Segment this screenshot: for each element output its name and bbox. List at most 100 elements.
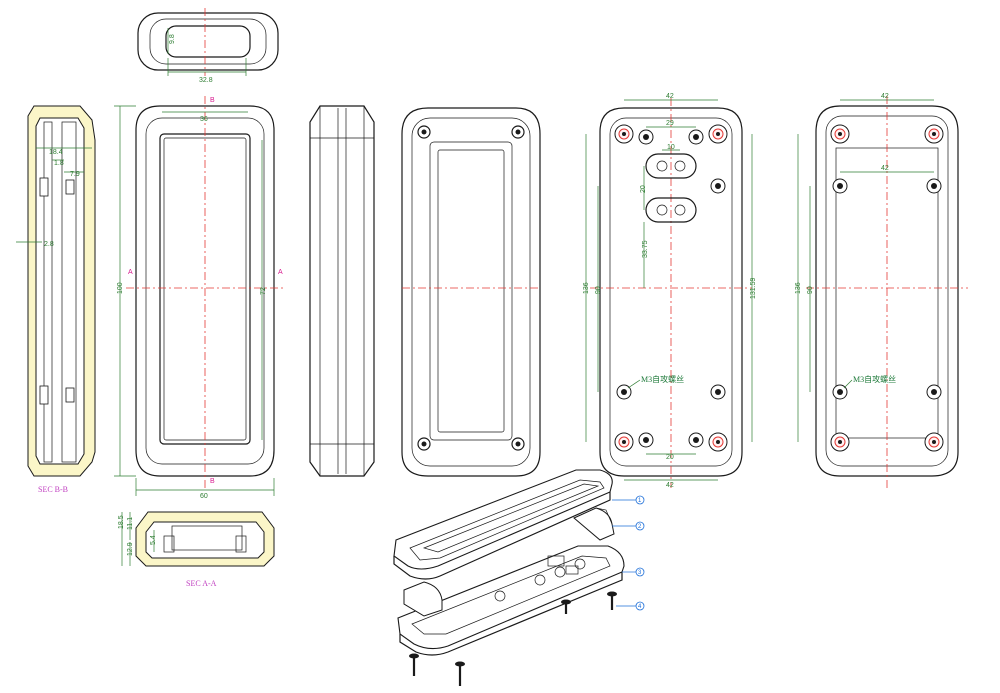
section-aa-view: 18.5 11.1 12.9 5.4 SEC A-A [118, 511, 275, 588]
back-view-outline [815, 105, 959, 477]
section-bb-dimension-b: 1.8 [54, 160, 64, 167]
exploded-screw-2 [607, 591, 617, 610]
back-view-boss-lower-left [832, 384, 848, 400]
exploded-end-cap-lower [403, 581, 443, 617]
front-view: B B A A 36 100 72 60 [114, 96, 286, 500]
plain-back-view-screw-core-top-right [515, 129, 521, 135]
top-view-width-dimension: 32.8 [199, 77, 213, 84]
plain-back-view-screw-core-bottom-left [421, 441, 427, 447]
section-bb-inner-cavity [35, 117, 85, 465]
section-bb-boss-lower [39, 385, 49, 405]
top-view: 32.8 9.8 [137, 8, 279, 84]
section-bb-clip-lower [65, 387, 75, 403]
inner-view-height-outer-dimension: 136 [583, 282, 590, 294]
front-view-total-width-dimension: 60 [200, 493, 208, 500]
inner-view-boss-top-mid-right [688, 129, 704, 145]
inner-view-height-inner-dimension: 90 [595, 286, 602, 294]
plain-back-view-inner-rim [411, 117, 531, 467]
balloon-2-circle [635, 521, 645, 531]
inner-view-boss-bottom-mid-left [638, 432, 654, 448]
inner-view-slot-offset-dimension: 33.75 [642, 240, 649, 258]
section-bb-dimension-d: 2.8 [44, 241, 54, 248]
section-aa-dimension-d: 5.4 [150, 535, 157, 545]
section-aa-boss-left [163, 535, 175, 553]
inner-view-slot-lower [645, 197, 697, 223]
balloon-1-label: 1 [638, 498, 642, 504]
inner-view-height-right-dimension: 131.59 [750, 277, 757, 299]
plain-back-view-recess [429, 141, 513, 441]
back-view-screw-note: M3自攻螺丝 [853, 374, 896, 384]
back-view: 42 42 136 90 M3自攻螺丝 [795, 93, 968, 488]
section-bb-dimension-a: 18.4 [49, 149, 63, 156]
front-view-inner-width-dimension: 36 [200, 116, 208, 123]
top-view-outline [137, 12, 279, 71]
inner-view-slot-spacing-dimension: 10 [667, 144, 675, 151]
front-view-section-mark-left: A [128, 269, 133, 276]
back-view-boss-bottom-right [924, 432, 944, 452]
side-view-outline [309, 105, 375, 477]
back-view-height-inner-dimension: 90 [807, 286, 814, 294]
exploded-end-cap-upper [573, 507, 615, 541]
inner-view-screw-note: M3自攻螺丝 [641, 374, 684, 384]
back-view-boss-bottom-left [830, 432, 850, 452]
balloon-4-label: 4 [638, 604, 642, 610]
exploded-assembly: 1 2 3 4 [393, 469, 645, 686]
plain-back-view [401, 107, 541, 477]
inner-view-boss-bottom-mid-right [688, 432, 704, 448]
front-view-outline [135, 105, 275, 477]
section-bb-view: 18.4 1.8 7.9 2.8 SEC B-B [16, 105, 96, 494]
inner-view-boss-upper-right [710, 178, 726, 194]
plain-back-view-screw-hole-top-left [417, 125, 431, 139]
balloon-1-circle [635, 495, 645, 505]
front-view-inner-height-dimension: 72 [260, 287, 267, 295]
inner-view: 42 29 10 20 33.75 136 90 131.59 20 42 M3… [583, 93, 757, 489]
section-aa-label: SEC A-A [186, 579, 217, 588]
back-view-top-inner-dimension: 42 [881, 165, 889, 172]
inner-view-bottom-outer-dimension: 42 [666, 482, 674, 489]
section-bb-clip-upper [65, 179, 75, 195]
section-bb-lid-wall [61, 121, 77, 463]
plain-back-view-outline [401, 107, 541, 477]
back-view-boss-upper-left [832, 178, 848, 194]
plain-back-view-screw-core-bottom-right [515, 441, 521, 447]
inner-view-boss-top-right [708, 124, 728, 144]
back-view-boss-lower-right [926, 384, 942, 400]
balloon-3-circle [635, 567, 645, 577]
plain-back-view-screw-hole-bottom-right [511, 437, 525, 451]
back-view-boss-top-right [924, 124, 944, 144]
section-aa-dimension-b: 11.1 [127, 517, 134, 530]
inner-view-bottom-inner-dimension: 20 [666, 454, 674, 461]
back-view-screw-leader [843, 379, 853, 389]
section-aa-inner-cavity [145, 521, 265, 559]
section-bb-dimension-c: 7.9 [70, 171, 80, 178]
balloon-2-label: 2 [638, 524, 642, 530]
section-aa-window [171, 525, 243, 551]
inner-view-boss-top-left [614, 124, 634, 144]
section-aa-dimension-a: 18.5 [118, 515, 125, 529]
front-view-section-mark-bottom: B [210, 478, 215, 485]
plain-back-view-screw-core-top-left [421, 129, 427, 135]
front-view-total-height-dimension: 100 [117, 282, 124, 294]
inner-view-boss-lower-right [710, 384, 726, 400]
back-view-height-outer-dimension: 136 [795, 282, 802, 294]
front-view-section-mark-right: A [278, 269, 283, 276]
front-view-section-mark-top: B [210, 97, 215, 104]
top-view-height-dimension: 9.8 [169, 34, 176, 44]
top-view-window [165, 25, 251, 58]
balloon-4-circle [635, 601, 645, 611]
exploded-screw-4 [455, 661, 465, 686]
back-view-top-outer-dimension: 42 [881, 93, 889, 100]
exploded-screw-1 [561, 599, 571, 614]
section-bb-label: SEC B-B [38, 485, 68, 494]
balloon-3-label: 3 [638, 570, 642, 576]
inner-view-top-inner-dimension: 29 [666, 120, 674, 127]
inner-view-boss-top-mid-left [638, 129, 654, 145]
plain-back-view-screw-hole-top-right [511, 125, 525, 139]
inner-view-slot-upper [645, 153, 697, 179]
inner-view-slot-gap-dimension: 20 [640, 185, 647, 193]
inner-view-boss-bottom-right [708, 432, 728, 452]
back-view-boss-upper-right [926, 178, 942, 194]
plain-back-view-screw-hole-bottom-left [417, 437, 431, 451]
inner-view-boss-lower-left [616, 384, 632, 400]
